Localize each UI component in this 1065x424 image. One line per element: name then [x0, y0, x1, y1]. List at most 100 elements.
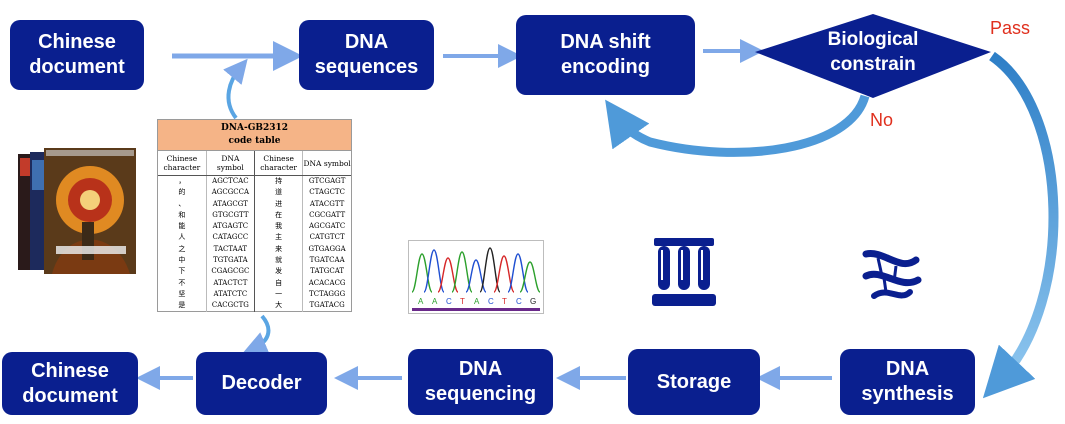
chinese-character-cell: 主	[254, 232, 304, 244]
code-table-header: Chinese character	[254, 151, 304, 176]
chinese-character-cell: 就	[254, 255, 304, 267]
dna-symbol-cell: CATGTCT	[309, 233, 345, 242]
chinese-character-cell: 、	[158, 198, 207, 210]
dna-symbol-cell: GTCGAGT	[308, 177, 346, 185]
dna-symbol-cell: CGAGCGC	[206, 266, 256, 278]
dna-symbol-cell: CATAGCC	[206, 232, 256, 244]
sequencing-base-label: A	[432, 297, 438, 306]
code-table-header: Chinese character	[158, 151, 207, 176]
dna-symbol-cell: CACGCTG	[206, 300, 256, 312]
dna-symbol-cell: ATGAGTC	[206, 221, 256, 233]
dna-symbol-cell: CGCGATT	[309, 210, 346, 219]
dna-synthesis-label: DNA synthesis	[861, 358, 954, 405]
chinese-character-cell: 下	[158, 266, 207, 278]
dna-symbol-cell: TATGCAT	[310, 267, 345, 276]
dna-helix-icon	[862, 250, 922, 299]
arrow-no-feedback	[605, 94, 870, 157]
dna-shift-encoding-node: DNA shift encoding	[516, 15, 695, 95]
chinese-character-cell: 进	[254, 198, 304, 210]
sequencing-base-label: T	[502, 297, 507, 306]
dna-symbol-cell: GTGCGTT	[206, 209, 256, 222]
test-tubes-icon	[652, 238, 716, 306]
dna-symbol-cell: ACACACG	[308, 278, 346, 287]
chinese-character-cell: 大	[254, 300, 304, 312]
storage-label: Storage	[656, 370, 732, 393]
chinese-character-cell: 的	[158, 187, 207, 199]
chinese-character-cell: 坚	[158, 288, 207, 301]
arrow-table-to-sequences	[223, 58, 248, 120]
dna-symbol-cell: AGCGATC	[308, 222, 346, 231]
dna-gb2312-code-table: DNA-GB2312 code table Chinese character …	[157, 119, 352, 312]
sequencing-base-label: C	[488, 297, 494, 306]
chinese-character-cell: 在	[254, 209, 304, 222]
storage-node: Storage	[628, 349, 760, 415]
chinese-document-top-node: Chinese document	[10, 20, 144, 90]
chinese-character-cell: 不	[158, 277, 207, 289]
arrow-table-to-decoder	[242, 314, 271, 355]
chinese-document-bottom-node: Chinese document	[2, 352, 138, 415]
sequencing-base-label: A	[418, 297, 424, 306]
sequencing-base-label: C	[446, 297, 452, 306]
chinese-character-cell: 一	[254, 288, 304, 301]
chinese-character-cell: 之	[158, 243, 207, 256]
chinese-document-top-label: Chinese document	[29, 31, 125, 78]
chinese-document-bottom-label: Chinese document	[22, 359, 118, 407]
code-table-grid: Chinese character DNA symbol Chinese cha…	[158, 151, 351, 312]
dna-sequencing-node: DNA sequencing	[408, 349, 553, 415]
chinese-character-cell: 我	[254, 221, 304, 233]
chinese-character-cell: 持	[254, 175, 304, 188]
biological-constrain-label: Biological constrain	[827, 29, 919, 75]
dna-symbol-cell: ATACGTT	[309, 199, 345, 208]
decoder-node: Decoder	[196, 352, 327, 415]
dna-sequences-node: DNA sequences	[299, 20, 434, 90]
arrow-pass-to-synthesis	[982, 51, 1059, 399]
dna-shift-encoding-label: DNA shift encoding	[560, 31, 651, 78]
chinese-character-cell: 来	[254, 243, 304, 256]
chinese-character-cell: 中	[158, 255, 207, 267]
dna-symbol-cell: TGTGATA	[206, 255, 256, 267]
sequencing-base-label: G	[530, 297, 536, 306]
code-table-title-line1: DNA-GB2312	[220, 123, 289, 133]
chinese-character-cell: 自	[254, 277, 304, 289]
chinese-character-cell: 人	[158, 232, 207, 244]
chinese-character-cell: 是	[158, 300, 207, 312]
dna-symbol-cell: TGATCAA	[309, 256, 345, 265]
code-table-header: DNA symbol	[206, 151, 256, 176]
decoder-label: Decoder	[221, 372, 302, 394]
dna-symbol-cell: TACTAAT	[206, 243, 256, 256]
sequencing-base-label: A	[474, 297, 480, 306]
chinese-character-cell: 能	[158, 221, 207, 233]
dna-symbol-cell: CTAGCTC	[309, 188, 345, 197]
chinese-character-cell: 和	[158, 209, 207, 222]
books-photo	[18, 148, 136, 274]
code-table-title-line2: code table	[228, 136, 281, 146]
code-table-title: DNA-GB2312 code table	[158, 120, 351, 151]
dna-symbol-cell: AGCGCCA	[206, 187, 256, 199]
chinese-character-cell: ，	[158, 175, 207, 188]
dna-symbol-cell: ATATCTC	[206, 288, 256, 301]
sequencing-base-label: T	[460, 297, 465, 306]
dna-symbol-cell: GTGAGGA	[308, 244, 346, 253]
dna-sequences-label: DNA sequences	[314, 31, 419, 78]
no-label: No	[870, 110, 894, 130]
dna-symbol-cell: TGATACG	[309, 301, 345, 310]
dna-symbol-cell: TCTAGGG	[309, 289, 346, 298]
biological-constrain-label-box: Biological constrain	[795, 27, 951, 77]
biological-constrain-diamond	[755, 14, 991, 98]
